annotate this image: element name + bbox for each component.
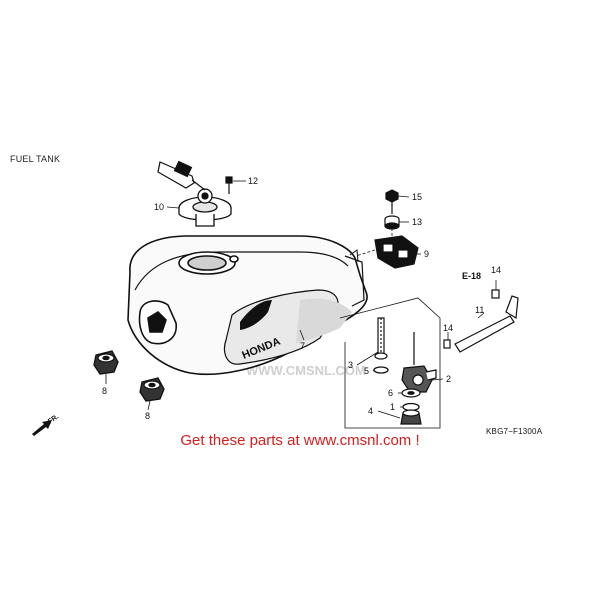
callout-8b: 8 — [145, 411, 151, 421]
promo-link[interactable]: Get these parts at www.cmsnl.com ! — [180, 432, 420, 449]
cushion-8a — [93, 350, 119, 375]
clip-14b — [443, 339, 451, 349]
callout-6: 6 — [388, 388, 394, 398]
callout-12: 12 — [248, 176, 259, 186]
clip-14a — [491, 289, 500, 299]
callout-1: 1 — [390, 402, 396, 412]
diagram-code: KBG7−F1300A — [486, 427, 543, 436]
key-icon — [157, 160, 206, 191]
callout-4: 4 — [368, 406, 374, 416]
front-direction-indicator: FR. — [30, 410, 70, 443]
callout-8a: 8 — [102, 386, 108, 396]
strainer-3 — [374, 317, 388, 360]
bolt-15 — [385, 189, 399, 214]
valve-group-outline — [339, 297, 441, 429]
fuel-valve-2 — [401, 332, 437, 393]
callout-14a: 14 — [491, 265, 502, 275]
bolt-12 — [225, 176, 233, 194]
callout-5: 5 — [364, 366, 370, 376]
mount-bracket-9 — [374, 235, 419, 269]
front-direction-label: FR. — [47, 413, 60, 425]
callout-13: 13 — [412, 217, 423, 227]
gasket-6 — [401, 388, 421, 398]
leader-lines — [105, 180, 497, 419]
callout-15: 15 — [412, 192, 423, 202]
fuel-tube-11 — [454, 295, 519, 353]
page-title: FUEL TANK — [10, 154, 61, 164]
sediment-cup-4 — [400, 409, 422, 425]
o-ring-5 — [373, 366, 389, 374]
callout-11: 11 — [475, 305, 485, 315]
dashed-leader-bracket — [355, 228, 393, 257]
callout-2: 2 — [446, 374, 452, 384]
fuel-cap — [178, 188, 232, 227]
reference-e18: E-18 — [462, 271, 482, 281]
cushion-8b — [139, 377, 165, 402]
collar-13 — [384, 215, 400, 230]
callout-7: 7 — [300, 341, 306, 351]
watermark-text: WWW.CMSNL.COM — [246, 363, 366, 378]
callout-9: 9 — [424, 249, 430, 259]
arrow-icon: FR. — [32, 413, 60, 436]
fuel-tank — [127, 235, 368, 376]
callout-14b: 14 — [443, 323, 454, 333]
callout-3: 3 — [348, 360, 354, 370]
callout-10: 10 — [154, 202, 165, 212]
